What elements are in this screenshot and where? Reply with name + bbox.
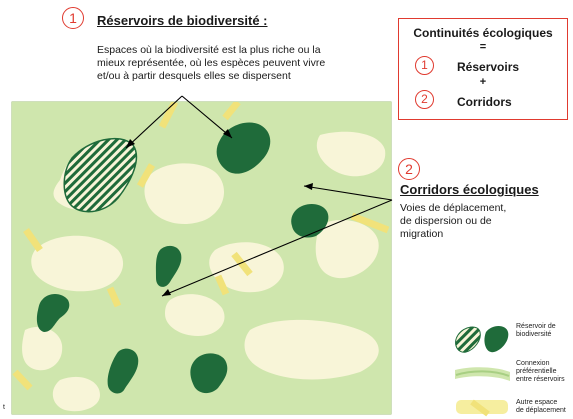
reservoir-solid-6 [190,353,228,394]
legend-connexion-line-2: préférentielle [516,368,557,375]
reservoir-solid-4 [36,294,70,332]
corridor-number-badge: 2 [398,158,420,180]
corridor-description-line-2: de dispersion ou de [400,215,492,227]
corridor-description-line-1: Voies de déplacement, [400,202,507,214]
corner-mark: t [3,404,5,411]
legend-hatched-reservoir-icon [455,326,481,353]
legend-reservoir-line-2: biodiversité [516,331,552,338]
continuites-item2-label: Corridors [457,95,512,109]
legend-connexion-text: Connexion préférentielle entre réservoir… [516,360,572,384]
reservoir-description-line-1: Espaces où la biodiversité est la plus r… [97,44,321,56]
continuites-title: Continuités écologiques [413,26,553,40]
reservoir-number-badge: 1 [62,7,84,29]
reservoir-solid-3 [155,245,182,287]
continuites-box: Continuités écologiques = 1 Réservoirs +… [398,18,568,120]
continuites-item2-badge: 2 [415,90,434,109]
legend-connexion-line-3: entre réservoirs [516,376,565,383]
legend-autre-line-2: de déplacement [516,407,566,414]
legend-icons [455,326,510,417]
corridor-title: Corridors écologiques [400,182,539,197]
reservoir-solid-2 [291,204,329,238]
corridor-network [12,102,391,414]
legend-autre-strip [470,399,490,417]
corridor-description: Voies de déplacement, de dispersion ou d… [400,202,560,241]
legend-autre-line-1: Autre espace [516,399,558,406]
reservoir-title: Réservoirs de biodiversité : [97,13,268,28]
corridor-description-line-3: migration [400,228,444,240]
reservoir-solid-5 [107,348,139,394]
continuites-item1-badge: 1 [415,56,434,75]
legend-solid-reservoir-icon [484,326,509,353]
continuites-equals: = [479,41,487,53]
legend-autre-text: Autre espace de déplacement [516,399,572,415]
legend-connexion-icon [455,367,510,381]
annotation-arrows [125,95,393,297]
reservoir-description: Espaces où la biodiversité est la plus r… [97,44,387,83]
continuites-item1-label: Réservoirs [457,60,520,74]
arrowheads [126,129,313,296]
reservoir-hatched [63,137,138,213]
legend-connexion-line-1: Connexion [516,360,550,367]
reservoir-description-line-2: mieux représentée, où les espèces peuven… [97,57,326,69]
legend-reservoir-text: Réservoir de biodiversité [516,323,572,339]
other-movement-strips [12,102,390,391]
legend-reservoir-line-1: Réservoir de [516,323,556,330]
legend-connexion-line-icon [455,370,510,377]
reservoir-description-line-3: et/ou à partir desquels elles se dispers… [97,70,291,82]
continuites-plus: + [479,76,487,88]
